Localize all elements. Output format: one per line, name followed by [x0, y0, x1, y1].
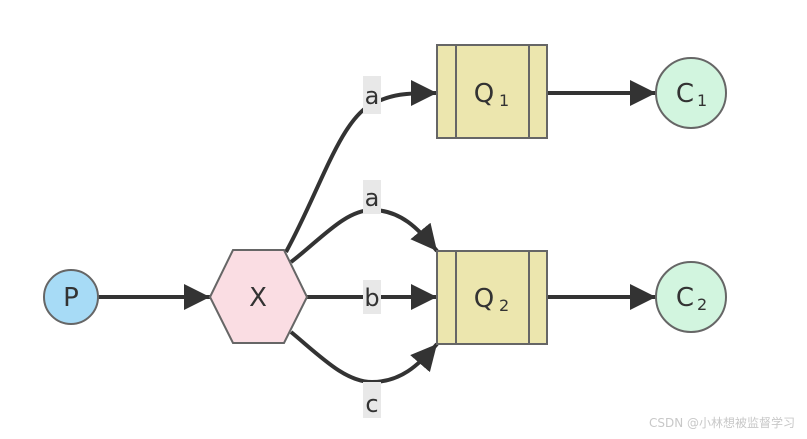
edge-label-text: a	[365, 184, 380, 212]
edges	[98, 80, 656, 385]
edge-label-text: a	[365, 82, 380, 110]
edge-label-x-q2-a: a	[363, 180, 381, 214]
edge-label-text: c	[365, 390, 378, 418]
queue-1-label: Q	[474, 79, 494, 109]
node-exchange[interactable]: X	[208, 249, 309, 344]
node-queue-1[interactable]: Q 1	[436, 44, 548, 139]
node-consumer-1[interactable]: C 1	[655, 57, 727, 129]
edge-x-q2-c	[289, 330, 439, 385]
node-producer[interactable]: P	[43, 269, 99, 325]
producer-circle	[43, 269, 99, 325]
exchange-hexagon	[208, 249, 309, 344]
consumer-2-label: C	[676, 283, 694, 313]
node-queue-2[interactable]: Q 2	[436, 250, 548, 345]
queue-2-label: Q	[474, 284, 494, 314]
node-consumer-2[interactable]: C 2	[655, 261, 727, 333]
consumer-1-subscript: 1	[697, 91, 707, 110]
queue-1-subscript: 1	[499, 91, 509, 110]
producer-label: P	[63, 283, 79, 313]
edge-x-q2-a	[289, 207, 439, 264]
consumer-2-circle	[655, 261, 727, 333]
edge-label-x-q2-c: c	[363, 382, 381, 418]
consumer-2-subscript: 2	[697, 295, 707, 314]
watermark: CSDN @小林想被监督学习	[648, 416, 795, 430]
edge-label-text: b	[364, 284, 379, 312]
consumer-1-label: C	[676, 79, 694, 109]
edge-label-x-q1-a: a	[363, 76, 381, 114]
exchange-label: X	[249, 283, 267, 313]
consumer-1-circle	[655, 57, 727, 129]
queue-2-subscript: 2	[499, 296, 509, 315]
edge-x-q1-a	[284, 80, 438, 253]
edge-label-x-q2-b: b	[363, 280, 381, 314]
